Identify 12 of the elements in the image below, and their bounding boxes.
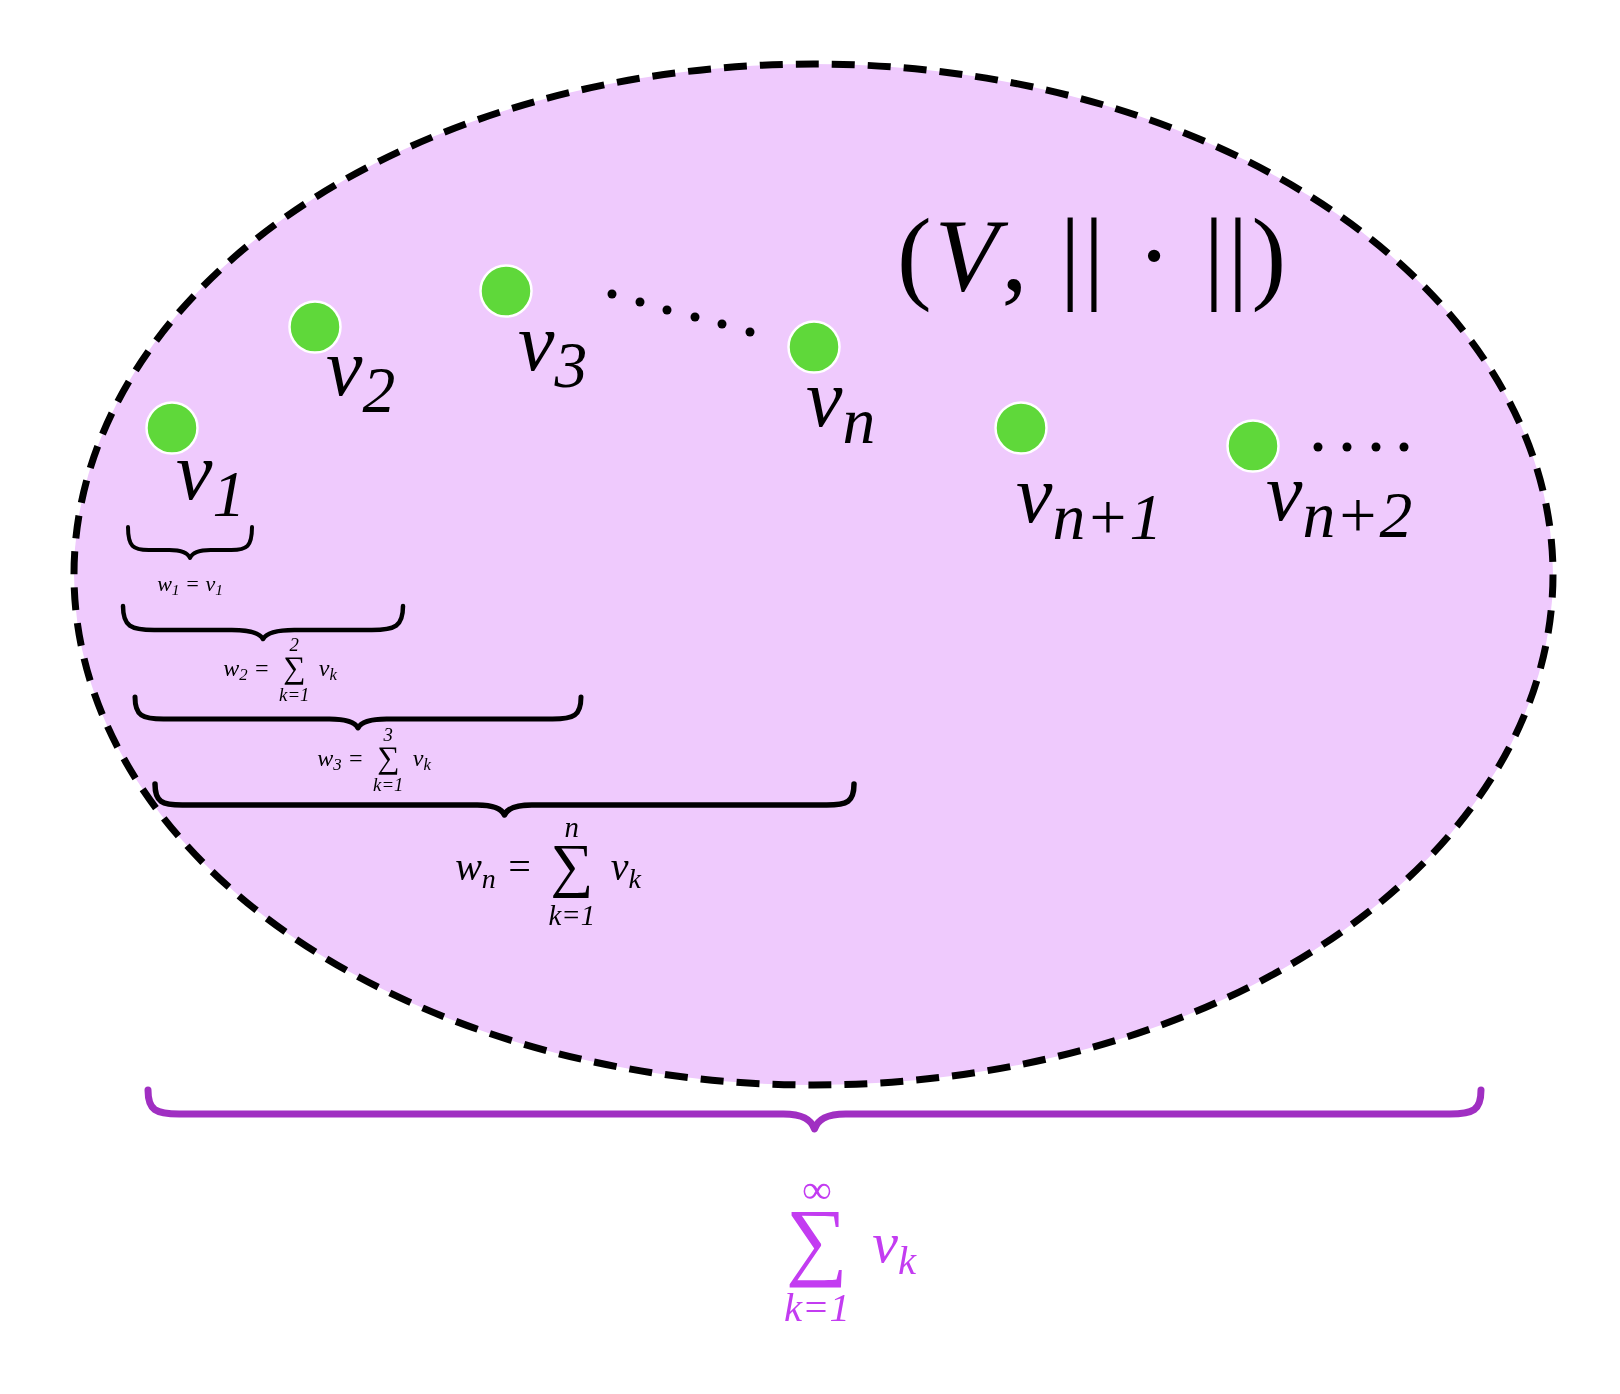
vector-label: v$_{2}$: [326, 331, 397, 429]
vector-label: v$_{3}$: [518, 306, 589, 404]
vector-label: v$_{n+1}$: [1016, 458, 1164, 556]
sum-label: ∑∞k=1 v$_{k}$: [783, 1168, 918, 1330]
equation-label: w$_{n}$ = ∑nk=1 v$_{k}$: [454, 811, 643, 931]
equation-label: w$_{1}$ = v$_{1}$: [156, 571, 224, 597]
space-label: (V, || · ||): [897, 195, 1290, 314]
equation-label: w$_{3}$ = ∑3k=1 v$_{k}$: [316, 725, 432, 795]
equation-label: w$_{2}$ = ∑2k=1 v$_{k}$: [222, 635, 338, 705]
vector-label: v$_{n}$: [806, 362, 877, 460]
vector-label: v$_{1}$: [176, 435, 247, 533]
vector-label: v$_{n+2}$: [1266, 456, 1414, 554]
